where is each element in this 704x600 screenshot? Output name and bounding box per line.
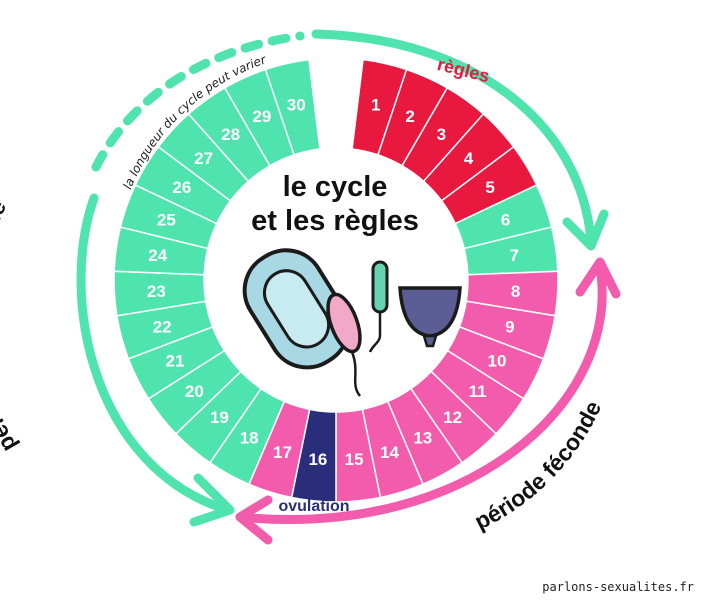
ovulation-label: ovulation	[278, 498, 349, 515]
day-label-16: 16	[308, 450, 327, 469]
day-label-30: 30	[287, 95, 306, 114]
sanitary-pad-icon	[242, 248, 351, 370]
pink-arc-arrow	[235, 263, 607, 524]
day-label-6: 6	[501, 211, 510, 230]
title-line1: le cycle	[283, 171, 388, 203]
day-label-8: 8	[511, 282, 520, 301]
day-label-28: 28	[221, 125, 240, 144]
day-label-27: 27	[194, 149, 213, 168]
day-label-25: 25	[157, 211, 176, 230]
day-label-4: 4	[464, 149, 474, 168]
center-illustration: le cycle et les règles	[242, 171, 462, 397]
cycle-ring: 1234567891011121314151617181920212223242…	[113, 58, 559, 503]
menstrual-cup-icon	[398, 286, 462, 348]
day-label-14: 14	[380, 443, 399, 462]
day-label-10: 10	[488, 352, 507, 371]
outer-arrows	[76, 29, 621, 545]
day-label-21: 21	[166, 352, 185, 371]
day-label-5: 5	[485, 178, 494, 197]
pink-top-arrowhead	[575, 257, 621, 299]
pink-bottom-arrowhead	[235, 495, 273, 545]
day-label-18: 18	[240, 429, 259, 448]
green-dashed-arrow	[91, 31, 305, 172]
day-label-9: 9	[505, 318, 514, 337]
day-label-22: 22	[153, 318, 172, 337]
green-left-arrowhead	[189, 473, 235, 527]
applicator-tampon-icon	[368, 260, 389, 353]
day-label-24: 24	[148, 246, 167, 265]
green-top-right-arrow	[311, 29, 596, 245]
regles-label: règles	[435, 54, 491, 86]
day-label-7: 7	[509, 246, 518, 265]
day-label-23: 23	[147, 282, 166, 301]
website-watermark: parlons-sexualites.fr	[542, 580, 694, 594]
day-label-15: 15	[345, 450, 364, 469]
day-label-20: 20	[185, 382, 204, 401]
day-label-1: 1	[371, 95, 380, 114]
title-line2: et les règles	[251, 205, 419, 237]
day-label-13: 13	[413, 429, 432, 448]
day-segment-30	[264, 58, 321, 156]
day-label-19: 19	[210, 408, 229, 427]
day-label-12: 12	[443, 408, 462, 427]
day-label-11: 11	[469, 382, 487, 401]
day-label-2: 2	[405, 107, 414, 126]
green-top-right-arrowhead	[562, 209, 609, 251]
day-label-17: 17	[273, 443, 292, 462]
green-left-arrow	[76, 193, 233, 515]
day-label-29: 29	[252, 107, 271, 126]
day-label-26: 26	[172, 178, 191, 197]
tampon-icon	[326, 292, 362, 397]
day-label-3: 3	[437, 125, 446, 144]
periode-moins-feconde-label: période moins féconde	[0, 196, 21, 457]
